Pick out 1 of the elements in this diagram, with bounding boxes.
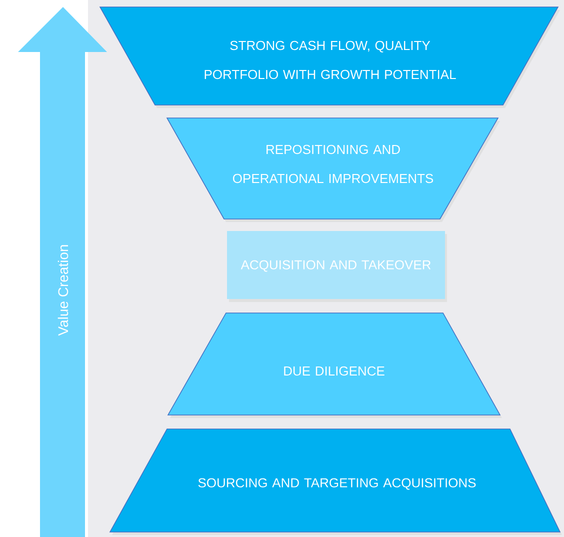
process-box: ACQUISITION AND TAKEOVER xyxy=(227,230,445,299)
